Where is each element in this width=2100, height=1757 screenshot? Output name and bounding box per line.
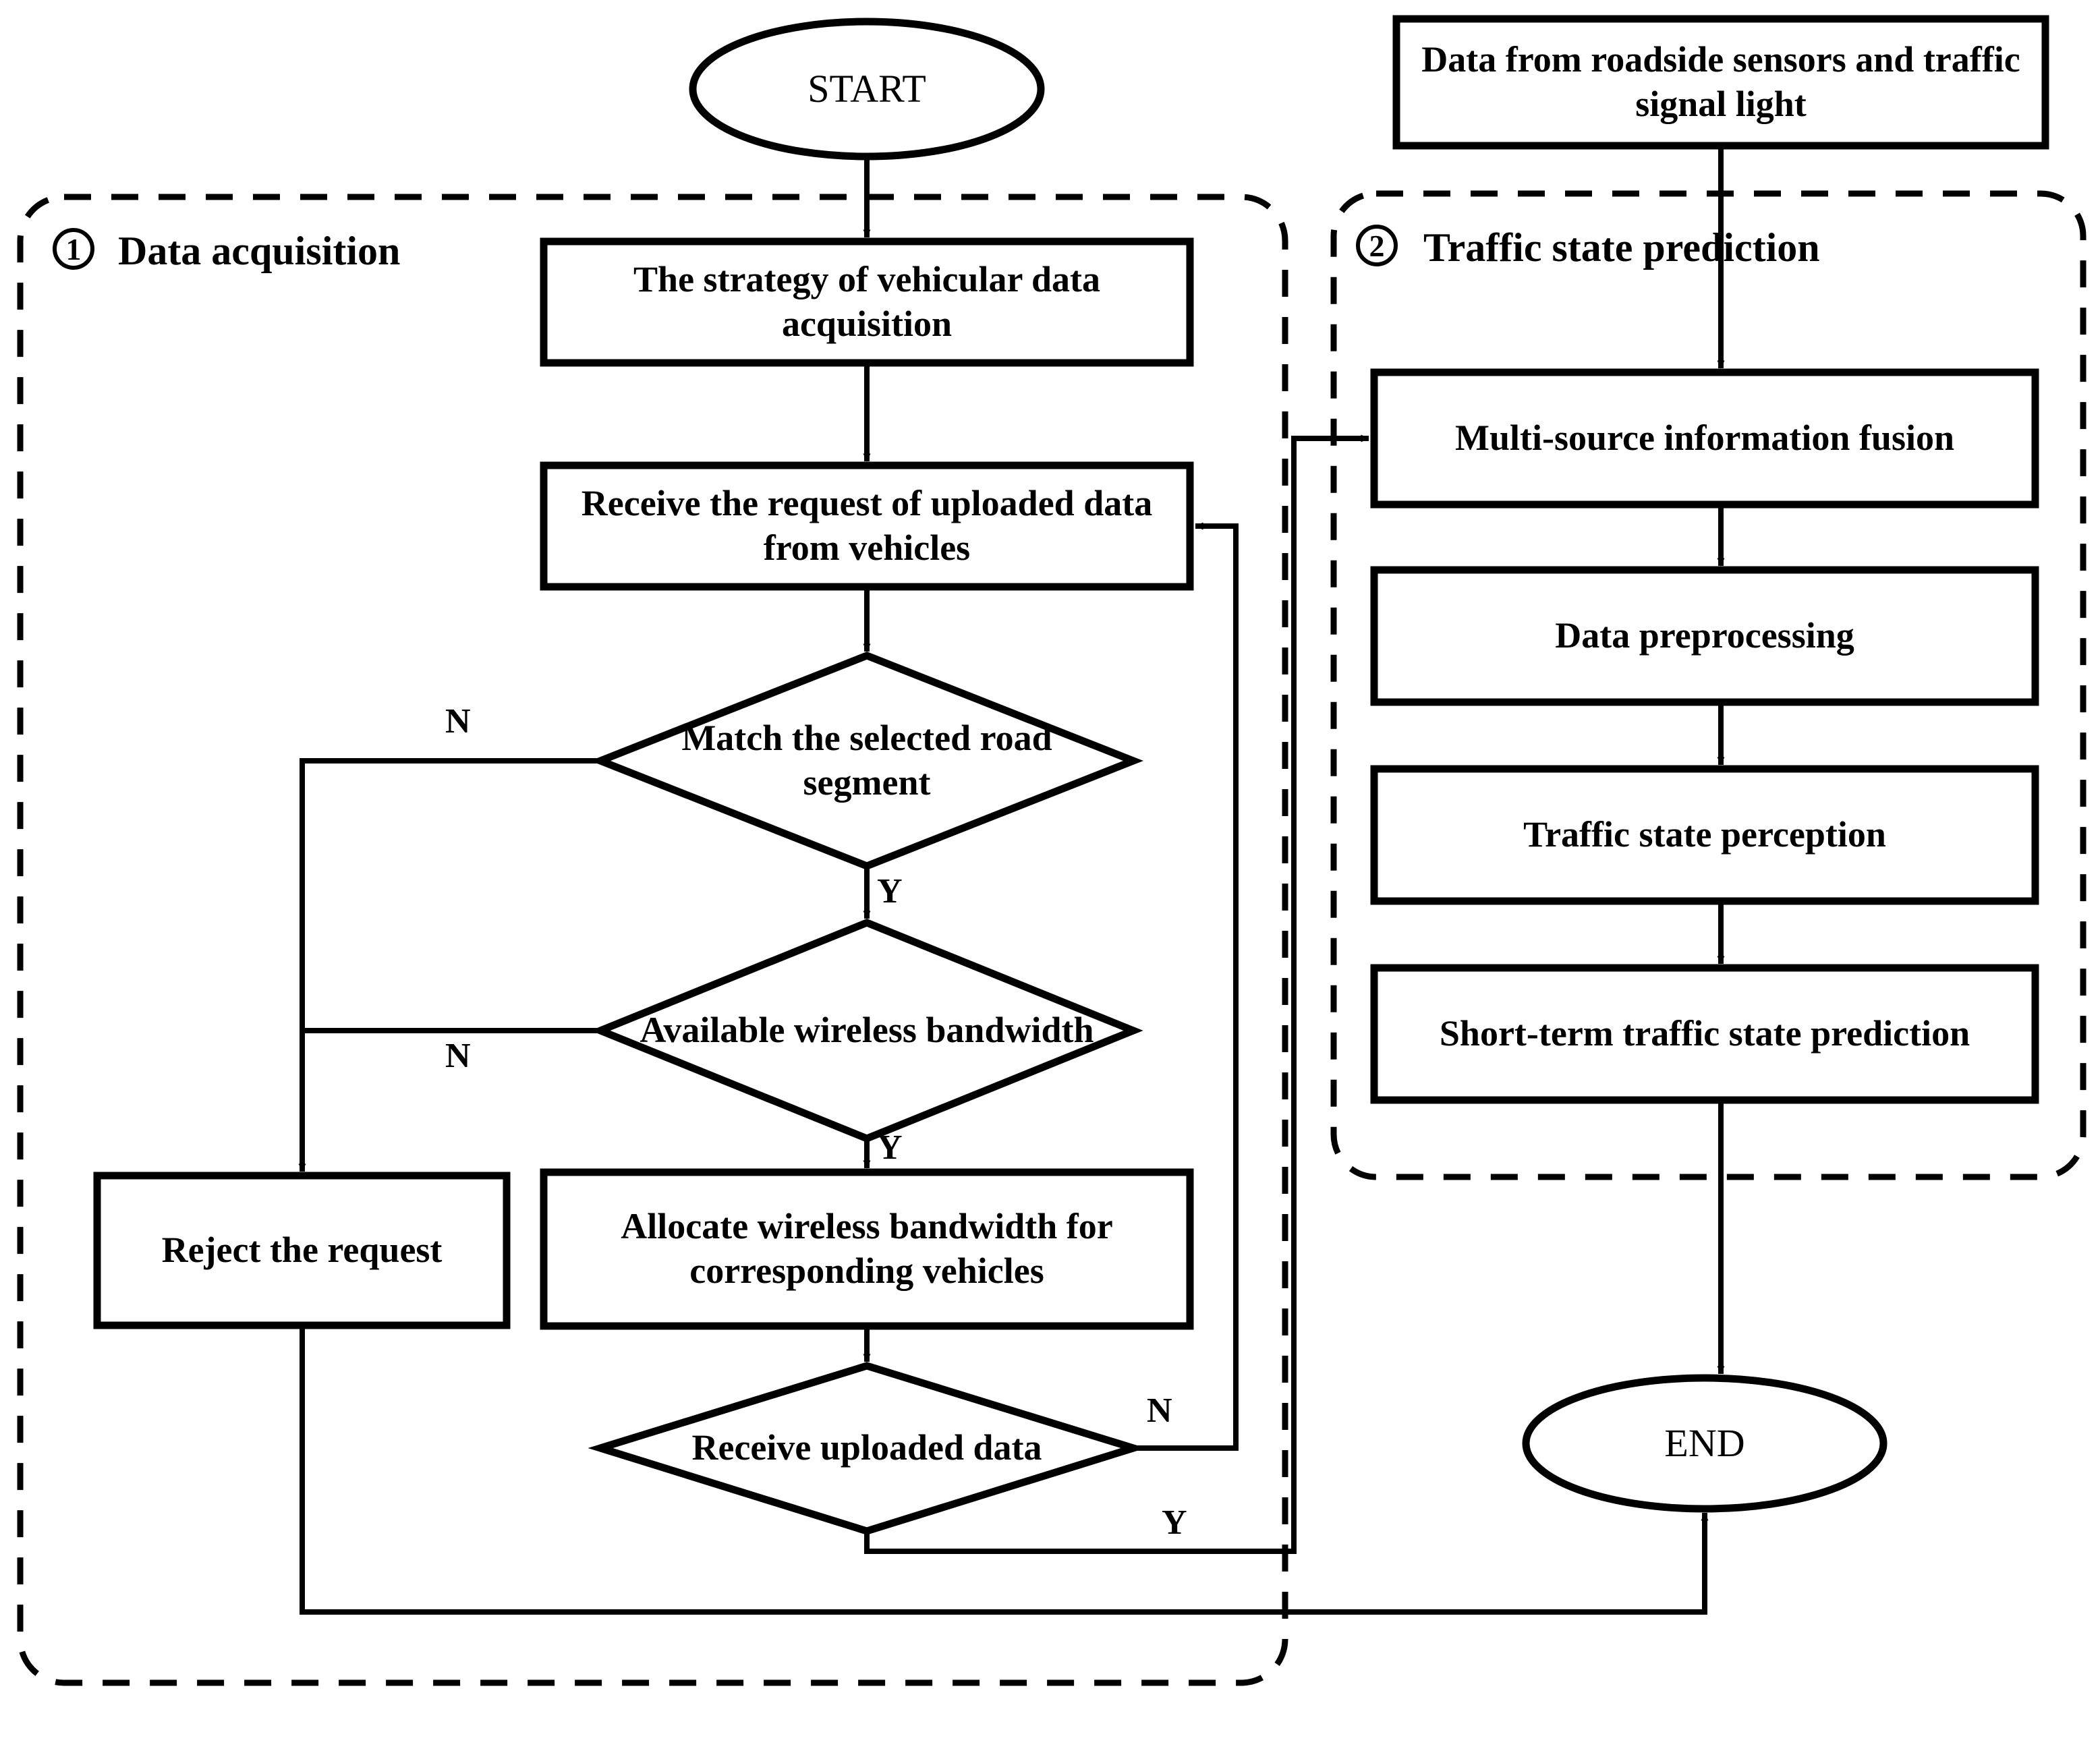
edge-label-bandwidth-yes: Y [877,1128,903,1167]
diamond-match-road-segment [590,652,1143,870]
edge-label-upload-yes: Y [1162,1503,1187,1542]
section-1-number: 1 [53,228,94,270]
box-fusion [1370,368,2039,509]
section-2-title: Traffic state prediction [1423,225,1820,270]
box-preprocessing [1370,566,2039,706]
edge-match-no-to-reject [298,758,600,1172]
section-2-dashed-panel [1330,190,2087,1180]
diamond-available-bandwidth [590,919,1143,1143]
section-1-dashed-panel [17,194,1288,1686]
box-prediction [1370,964,2039,1104]
edge-label-upload-no: N [1147,1391,1172,1430]
edge-upload-yes-to-fusion [864,434,1369,1554]
diamond-receive-uploaded-data [588,1362,1146,1535]
box-receive-request [540,461,1194,591]
end-terminator [1522,1374,1888,1513]
edge-reject-to-end [300,1325,1709,1615]
edge-label-bandwidth-no: N [445,1037,471,1075]
section-2-number: 2 [1356,225,1398,266]
box-allocate-bandwidth [540,1168,1194,1330]
edge-label-match-yes: Y [877,872,903,911]
edge-upload-no-to-receive [1133,522,1239,1451]
start-terminator [689,18,1045,161]
box-perception [1370,765,2039,905]
box-roadside-data [1392,15,2049,150]
section-1-title: Data acquisition [118,229,401,273]
edge-label-match-no: N [445,702,471,741]
box-reject-request [93,1172,511,1329]
box-vehicular-strategy [540,237,1194,367]
